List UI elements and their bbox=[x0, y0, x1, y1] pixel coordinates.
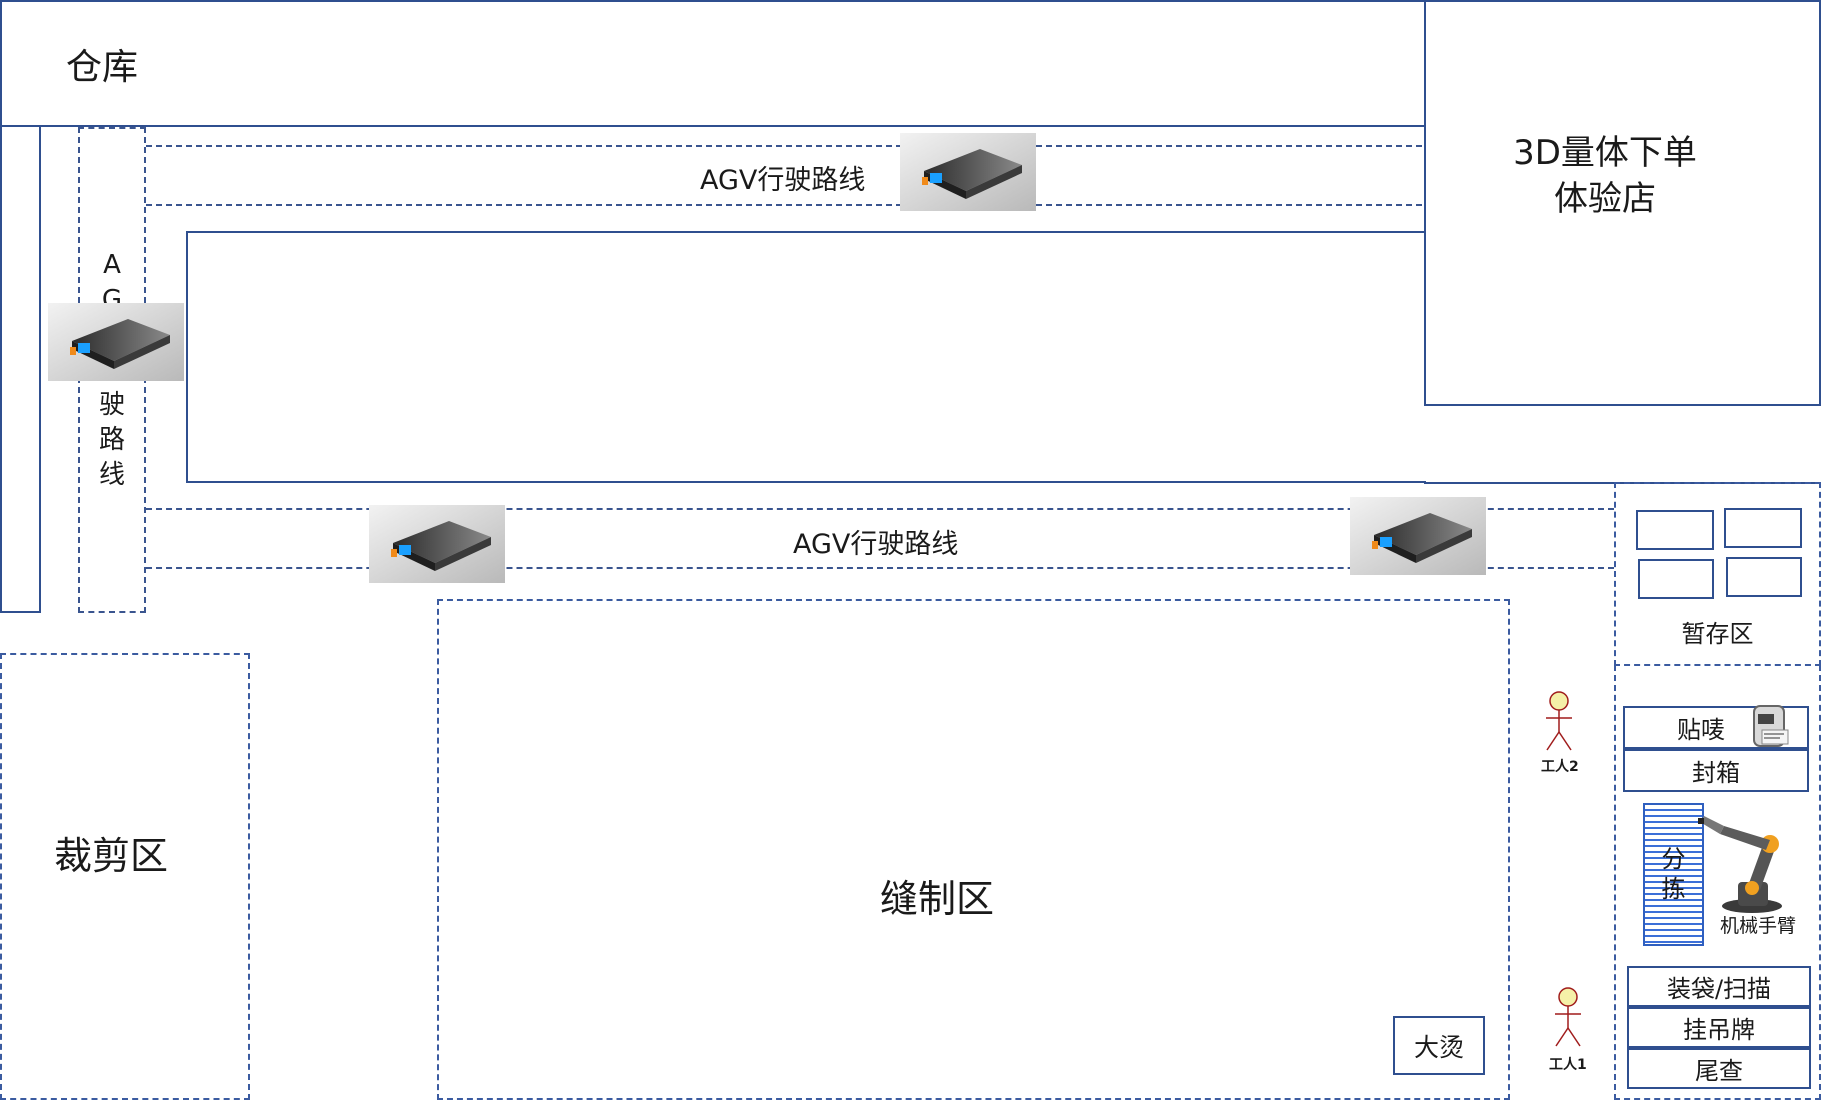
cutting-label: 裁剪区 bbox=[53, 834, 168, 878]
sorting-label: 分 拣 bbox=[1661, 845, 1686, 903]
top-route-upper-line bbox=[146, 145, 1422, 147]
warehouse-label: 仓库 bbox=[66, 47, 139, 88]
sewing-label: 缝制区 bbox=[879, 877, 994, 921]
worker-icon bbox=[1546, 691, 1572, 751]
label-station-label: 贴唛 bbox=[1677, 716, 1725, 744]
finishing-zone bbox=[1614, 665, 1821, 1100]
agv-robot-icon bbox=[1350, 497, 1486, 575]
label-station: 贴唛 bbox=[1623, 706, 1809, 749]
staging-zone bbox=[1614, 482, 1821, 666]
central-block-right-edge bbox=[1424, 404, 1821, 484]
label-printer-icon bbox=[1753, 705, 1789, 747]
top-route-label: AGV行驶路线 bbox=[700, 165, 866, 196]
middle-route-lower-line bbox=[146, 567, 1614, 569]
agv-robot-icon bbox=[369, 505, 505, 583]
middle-route-upper-line bbox=[146, 508, 1614, 510]
worker2-label: 工人2 bbox=[1541, 759, 1579, 775]
tag-station: 挂吊牌 bbox=[1627, 1007, 1811, 1048]
cutting-zone bbox=[0, 653, 250, 1100]
tag-station-label: 挂吊牌 bbox=[1683, 1016, 1755, 1044]
top-route-lower-line bbox=[146, 204, 1422, 206]
sorting-rack bbox=[1643, 803, 1704, 946]
bag-scan-label: 装袋/扫描 bbox=[1666, 975, 1772, 1003]
central-block bbox=[186, 231, 1426, 483]
staging-slot bbox=[1638, 559, 1714, 599]
staging-slot bbox=[1726, 557, 1802, 597]
worker1-label: 工人1 bbox=[1549, 1057, 1587, 1073]
staging-slot bbox=[1724, 508, 1802, 548]
staging-label: 暂存区 bbox=[1681, 620, 1754, 648]
box-station: 封箱 bbox=[1623, 749, 1809, 792]
inspection-station: 尾查 bbox=[1627, 1048, 1811, 1089]
ironing-station: 大烫 bbox=[1393, 1016, 1485, 1075]
store-label: 3D量体下单 体验店 bbox=[1513, 133, 1697, 219]
sewing-zone bbox=[437, 599, 1510, 1100]
inspection-label: 尾查 bbox=[1695, 1057, 1743, 1085]
bag-scan-station: 装袋/扫描 bbox=[1627, 966, 1811, 1007]
left-column bbox=[0, 125, 41, 613]
agv-robot-icon bbox=[48, 303, 184, 381]
robot-arm-icon bbox=[1698, 816, 1782, 913]
robot-arm-label: 机械手臂 bbox=[1720, 915, 1797, 937]
middle-route-label: AGV行驶路线 bbox=[793, 529, 959, 560]
store-zone bbox=[1424, 0, 1821, 406]
staging-slot bbox=[1636, 510, 1714, 550]
worker-icon bbox=[1555, 987, 1581, 1047]
agv-robot-icon bbox=[900, 133, 1036, 211]
warehouse-zone bbox=[0, 0, 1426, 127]
box-station-label: 封箱 bbox=[1692, 759, 1740, 787]
ironing-label: 大烫 bbox=[1413, 1032, 1464, 1062]
